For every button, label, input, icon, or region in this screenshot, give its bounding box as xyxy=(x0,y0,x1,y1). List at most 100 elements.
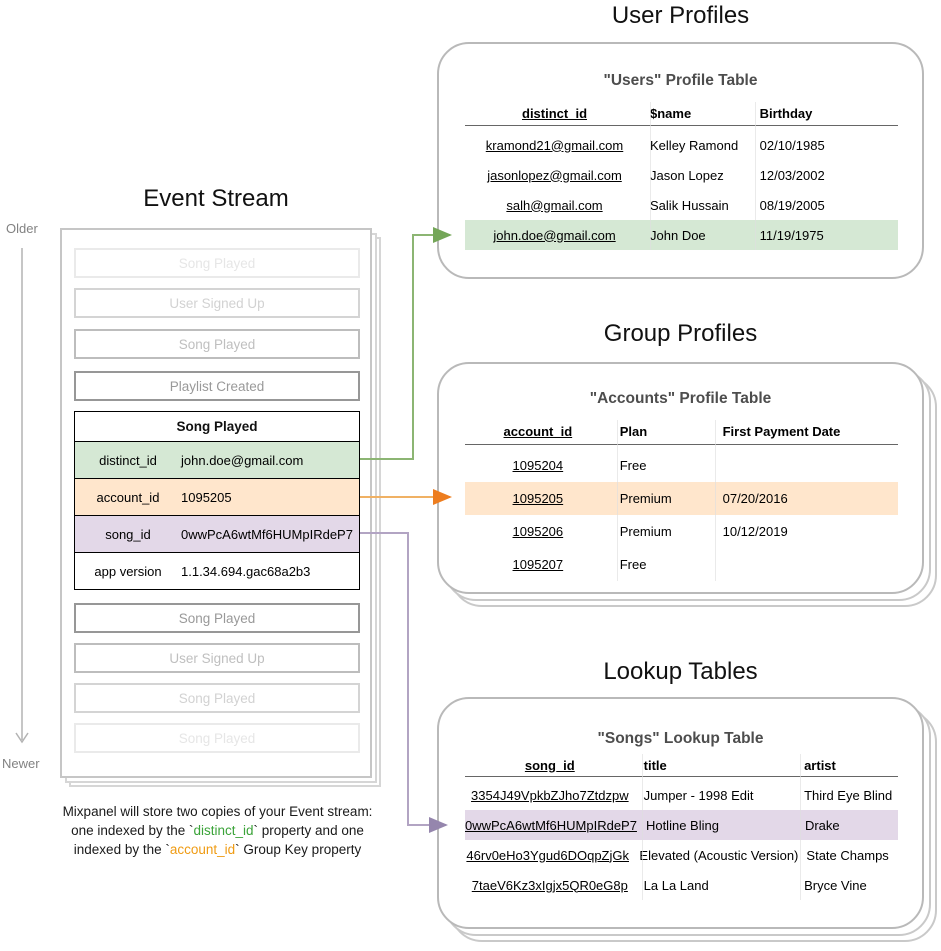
event-label: Song Played xyxy=(178,255,256,271)
cell-title: Hotline Bling xyxy=(645,817,719,833)
table-row: salh@gmail.com Salik Hussain 08/19/2005 xyxy=(465,190,898,220)
column-header: Birthday xyxy=(759,105,813,121)
event-card: Playlist Created xyxy=(74,371,360,401)
column-header: title xyxy=(643,757,667,773)
table-row: 1095204 Free xyxy=(465,449,898,482)
cell-artist: Bryce Vine xyxy=(804,877,867,893)
cell-first-payment-date: 07/20/2016 xyxy=(722,491,788,506)
focused-event-card: Song Played distinct_id john.doe@gmail.c… xyxy=(74,411,360,590)
property-value: 1.1.34.694.gac68a2b3 xyxy=(181,563,311,579)
event-card: Song Played xyxy=(74,603,360,633)
accounts-header-rule xyxy=(465,444,898,445)
table-row: 1095207 Free xyxy=(465,548,898,581)
cell-song-id: 7taeV6Kz3xIgjx5QR0eG8p xyxy=(471,877,628,893)
footnote-line-2: one indexed by the `distinct_id` propert… xyxy=(25,821,410,840)
cell-title: Jumper - 1998 Edit xyxy=(643,787,754,803)
event-property-account-id: account_id 1095205 xyxy=(75,478,359,515)
cell-name: Salik Hussain xyxy=(650,197,729,213)
cell-distinct-id: jasonlopez@gmail.com xyxy=(487,167,622,183)
cell-plan: Free xyxy=(619,557,647,572)
cell-distinct-id: salh@gmail.com xyxy=(506,197,603,213)
event-card: Song Played xyxy=(74,683,360,713)
users-header-rule xyxy=(465,125,898,126)
event-card: User Signed Up xyxy=(74,643,360,673)
accounts-header-row: account_id Plan First Payment Date xyxy=(465,419,898,443)
cell-plan: Premium xyxy=(619,491,672,506)
event-card: Song Played xyxy=(74,248,360,278)
footnote-text: ` property and one xyxy=(253,823,364,838)
event-card: Song Played xyxy=(74,723,360,753)
cell-distinct-id: kramond21@gmail.com xyxy=(485,137,624,153)
table-row-highlighted-orange: 1095205 Premium 07/20/2016 xyxy=(465,482,898,515)
cell-artist: Drake xyxy=(804,817,840,833)
column-header: distinct_id xyxy=(522,105,588,121)
footnote-text: ` Group Key property xyxy=(235,842,362,857)
cell-name: Jason Lopez xyxy=(650,167,724,183)
cell-title: Elevated (Acoustic Version) xyxy=(639,847,799,863)
cell-distinct-id: john.doe@gmail.com xyxy=(493,227,616,243)
column-header: Plan xyxy=(619,423,648,439)
column-header: song_id xyxy=(524,757,575,773)
accounts-profile-card xyxy=(437,362,924,594)
property-value: 1095205 xyxy=(181,489,232,505)
timeline-arrowhead xyxy=(15,732,29,744)
distinct-id-code: distinct_id xyxy=(193,823,254,838)
event-label: Song Played xyxy=(178,610,256,626)
cell-song-id: 3354J49VpkbZJho7Ztdzpw xyxy=(471,787,629,803)
table-row: 7taeV6Kz3xIgjx5QR0eG8p La La Land Bryce … xyxy=(465,870,898,900)
users-header-row: distinct_id $name Birthday xyxy=(465,101,898,125)
column-separator xyxy=(715,420,716,581)
property-value: 0wwPcA6wtMf6HUMpIRdeP7 xyxy=(181,526,353,542)
event-property-app-version: app version 1.1.34.694.gac68a2b3 xyxy=(75,552,359,589)
footnote-line-3: indexed by the `account_id` Group Key pr… xyxy=(25,840,410,859)
event-label: Song Played xyxy=(178,730,256,746)
event-label: Song Played xyxy=(178,690,256,706)
cell-birthday: 08/19/2005 xyxy=(759,197,825,213)
user-profiles-title: User Profiles xyxy=(611,2,750,29)
property-key: account_id xyxy=(96,489,160,505)
table-row: 3354J49VpkbZJho7Ztdzpw Jumper - 1998 Edi… xyxy=(465,780,898,810)
group-profiles-title: Group Profiles xyxy=(603,320,758,347)
column-separator xyxy=(650,102,651,250)
cell-account-id: 1095207 xyxy=(512,557,564,572)
footnote-text: indexed by the ` xyxy=(73,842,170,857)
account-id-code: account_id xyxy=(169,842,236,857)
column-separator xyxy=(617,420,618,581)
songs-header-rule xyxy=(465,776,898,777)
column-separator xyxy=(642,754,643,900)
column-header: account_id xyxy=(503,423,573,439)
cell-artist: Third Eye Blind xyxy=(804,787,893,803)
cell-birthday: 11/19/1975 xyxy=(759,227,824,243)
songs-table-title: "Songs" Lookup Table xyxy=(597,730,764,747)
table-row: kramond21@gmail.com Kelley Ramond 02/10/… xyxy=(465,130,898,160)
cell-song-id: 0wwPcA6wtMf6HUMpIRdeP7 xyxy=(465,817,637,833)
timeline-older-label: Older xyxy=(6,221,38,236)
cell-birthday: 12/03/2002 xyxy=(759,167,825,183)
cell-account-id: 1095206 xyxy=(512,524,564,539)
event-card: Song Played xyxy=(74,329,360,359)
property-key: distinct_id xyxy=(99,452,157,468)
cell-artist: State Champs xyxy=(806,847,889,863)
cell-birthday: 02/10/1985 xyxy=(759,137,825,153)
column-separator xyxy=(755,102,756,250)
footnote-line-1: Mixpanel will store two copies of your E… xyxy=(62,804,373,819)
cell-account-id: 1095205 xyxy=(512,491,564,506)
cell-title: La La Land xyxy=(643,877,709,893)
event-label: User Signed Up xyxy=(169,650,265,666)
cell-first-payment-date: 10/12/2019 xyxy=(722,524,788,539)
property-value: john.doe@gmail.com xyxy=(181,452,304,468)
event-property-song-id: song_id 0wwPcA6wtMf6HUMpIRdeP7 xyxy=(75,515,359,552)
focused-event-title: Song Played xyxy=(176,419,258,434)
event-property-distinct-id: distinct_id john.doe@gmail.com xyxy=(75,441,359,478)
column-header: First Payment Date xyxy=(722,423,841,439)
column-header: artist xyxy=(804,757,836,773)
cell-plan: Free xyxy=(619,458,647,473)
table-row: 1095206 Premium 10/12/2019 xyxy=(465,515,898,548)
footnote: Mixpanel will store two copies of your E… xyxy=(25,802,410,859)
event-label: Song Played xyxy=(178,336,256,352)
event-card: User Signed Up xyxy=(74,288,360,318)
event-label: User Signed Up xyxy=(169,295,265,311)
event-label: Playlist Created xyxy=(169,378,265,394)
cell-account-id: 1095204 xyxy=(512,458,564,473)
